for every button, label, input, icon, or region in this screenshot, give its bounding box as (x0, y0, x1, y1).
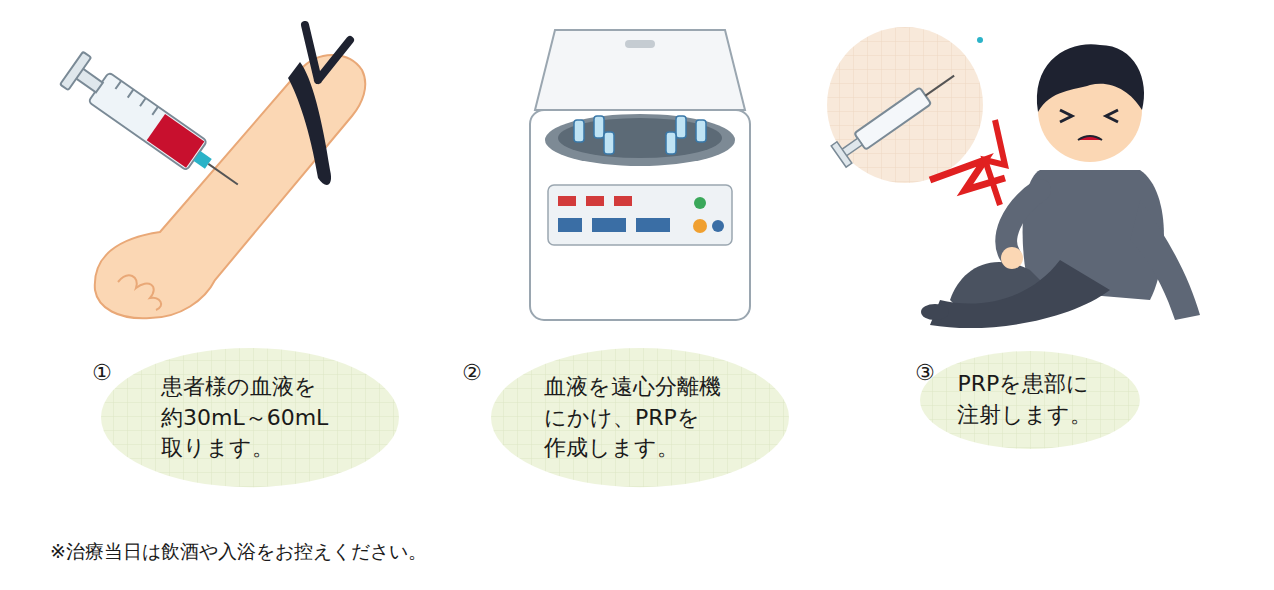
step-text: PRPを患部に 注射します。 (957, 369, 1102, 431)
bubble-shape (920, 351, 1140, 449)
note-text: ※治療当日は飲酒や入浴をお控えください。 (50, 540, 427, 563)
step-bubble: 血液を遠心分離機 にかけ、PRPを 作成します。 (490, 347, 790, 488)
step-number: ② (462, 360, 482, 386)
step-text: 患者様の血液を 約30mL～60mL 取ります。 (161, 372, 339, 464)
step-bubble: 患者様の血液を 約30mL～60mL 取ります。 (100, 347, 400, 488)
bubble-outline (919, 350, 1141, 450)
patient-illustration (827, 27, 1200, 328)
arm-illustration (60, 25, 365, 318)
step-bubble: PRPを患部に 注射します。 (919, 350, 1141, 450)
bubble-shape (101, 348, 399, 487)
step-number: ① (92, 360, 112, 386)
step-number: ③ (915, 360, 935, 386)
step-text: 血液を遠心分離機 にかけ、PRPを 作成します。 (544, 372, 736, 464)
centrifuge-illustration (530, 30, 750, 320)
bubble-shape (491, 348, 789, 487)
